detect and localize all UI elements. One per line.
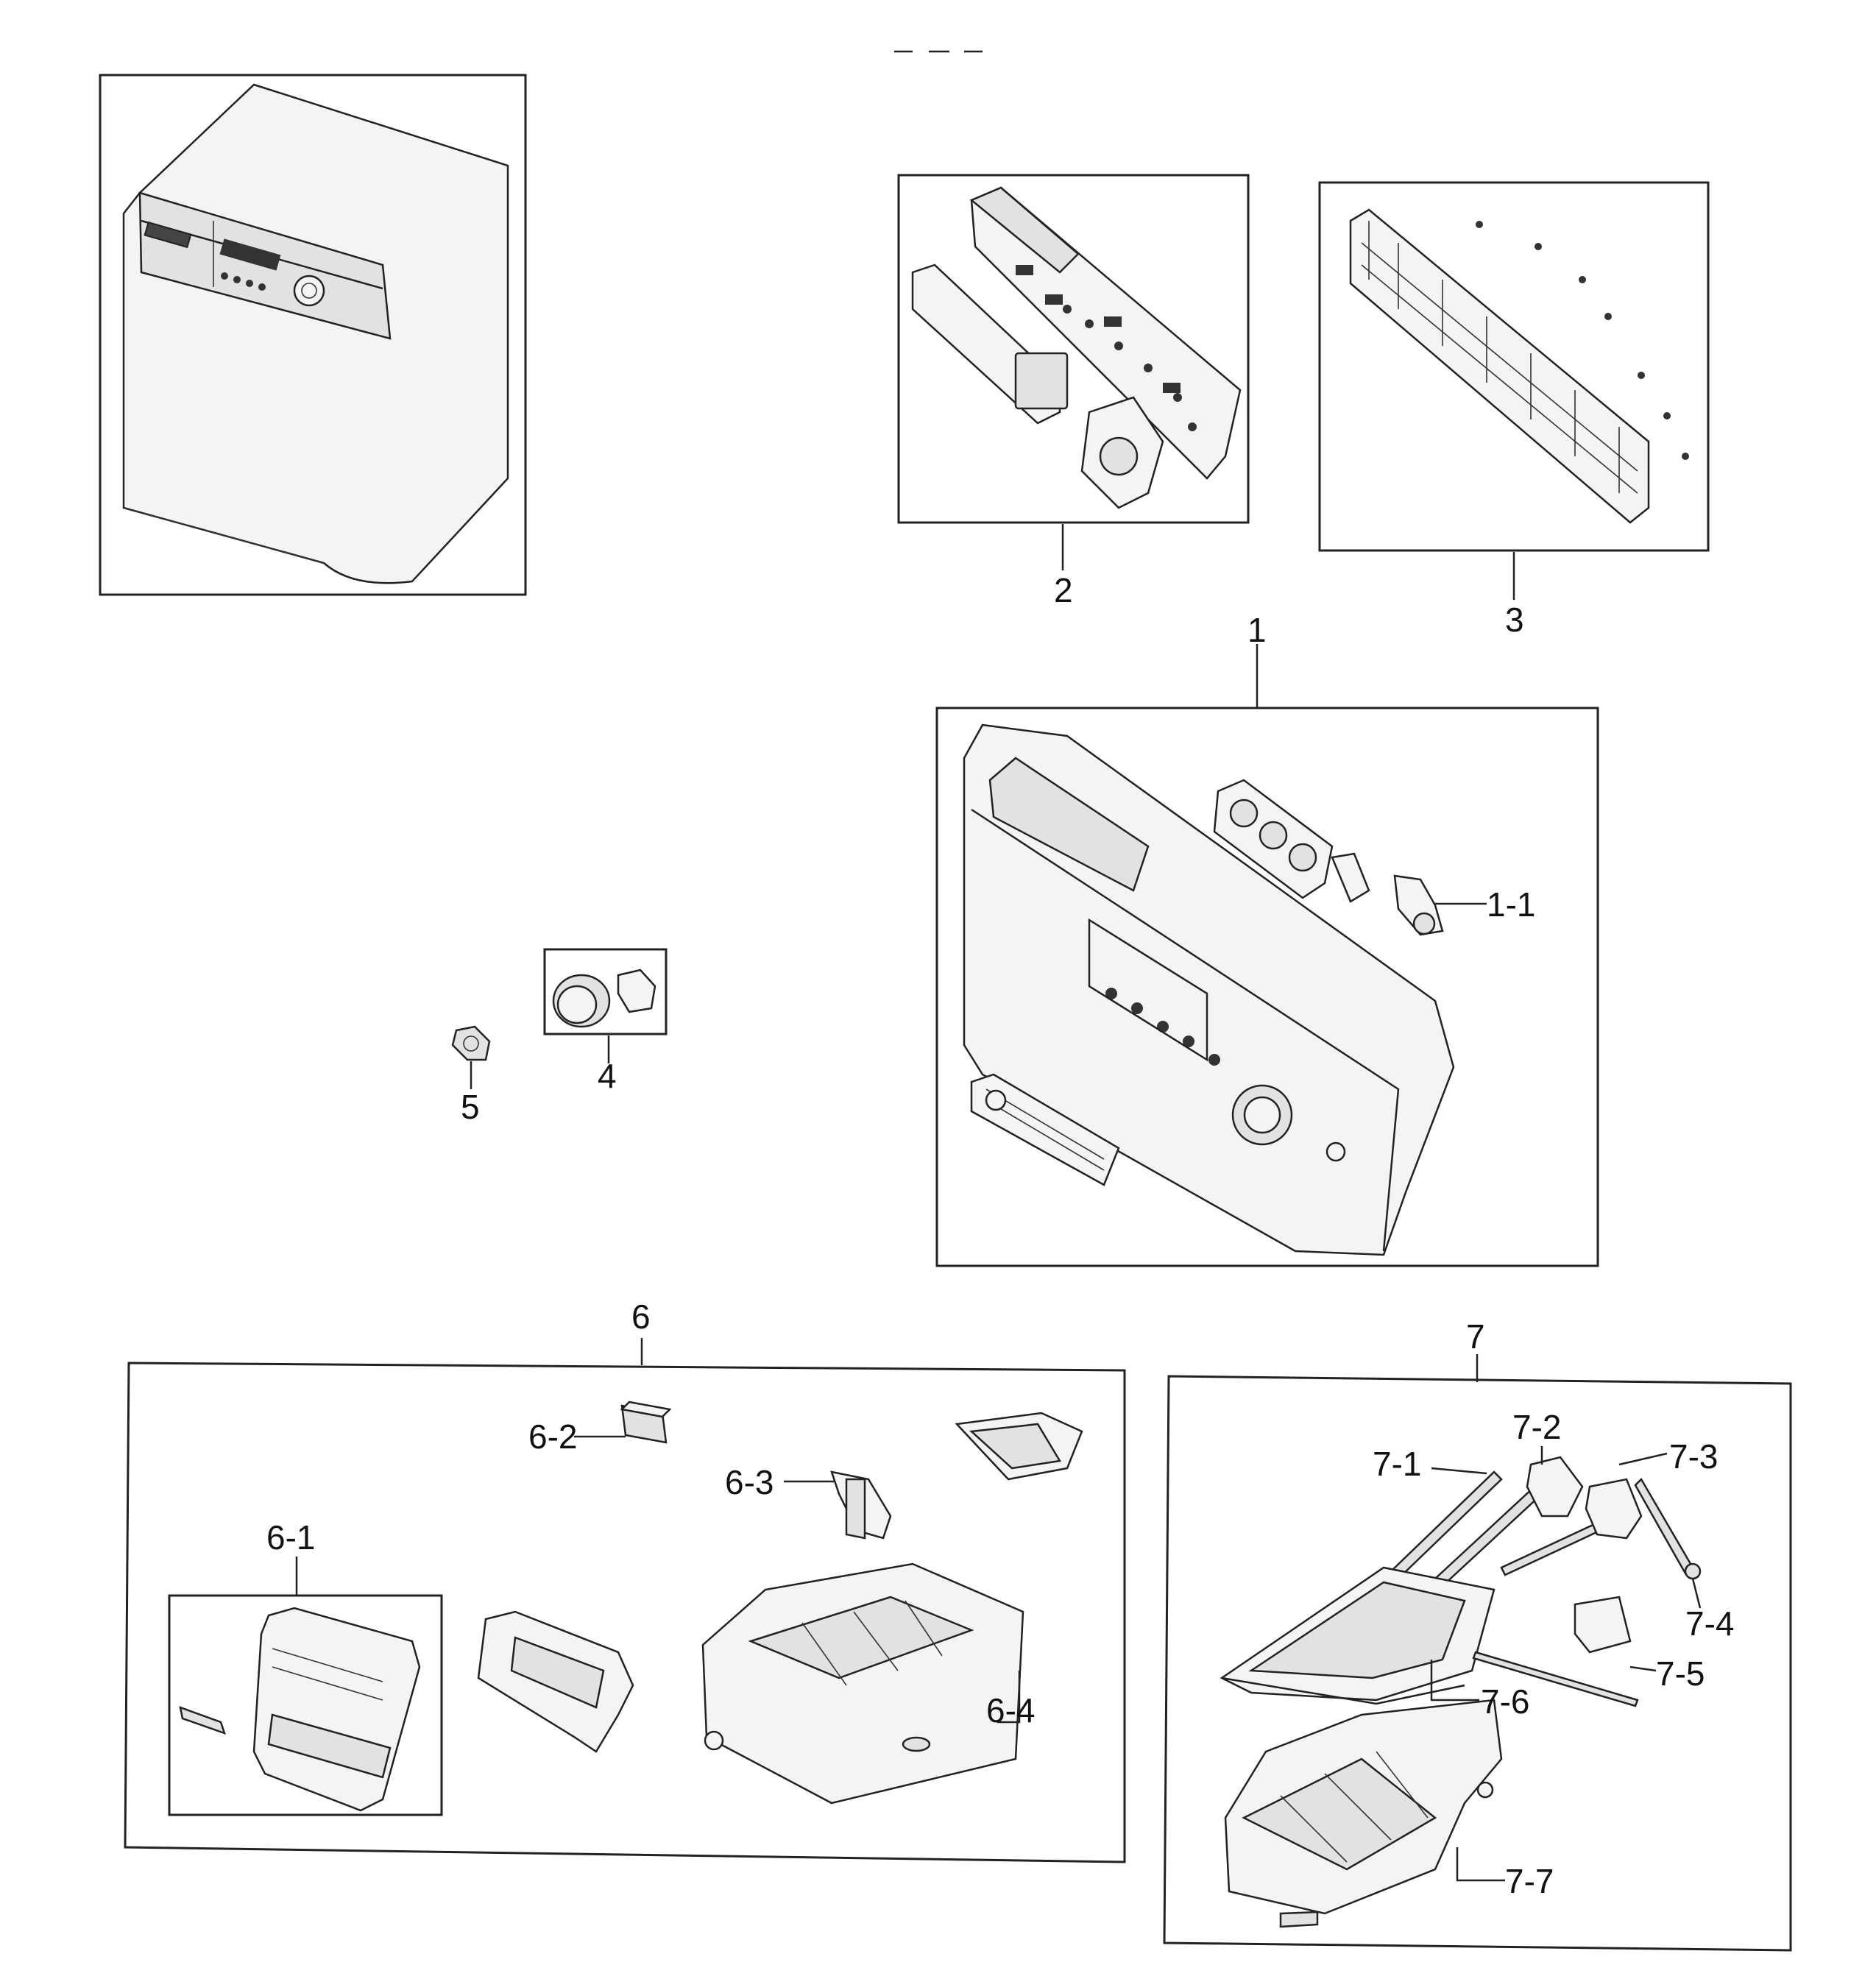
box-6-detergent-drawer — [124, 1362, 1126, 1863]
callout-6-1: 6-1 — [266, 1518, 315, 1557]
callout-1: 1 — [1247, 611, 1267, 649]
box-3-frame — [1318, 181, 1710, 552]
callout-7-4: 7-4 — [1685, 1604, 1734, 1643]
callout-1-1: 1-1 — [1487, 885, 1535, 924]
callout-6-3: 6-3 — [725, 1463, 774, 1501]
leader-7-5 — [1629, 1665, 1657, 1672]
callout-7-5: 7-5 — [1656, 1654, 1705, 1693]
callout-7-1: 7-1 — [1373, 1445, 1421, 1483]
leader-7-7 — [1456, 1847, 1505, 1882]
leader-6-4 — [997, 1671, 1021, 1724]
callout-4: 4 — [598, 1057, 617, 1095]
box-1-control-panel — [935, 707, 1599, 1267]
washer-overview — [99, 74, 527, 596]
callout-7-2: 7-2 — [1512, 1408, 1561, 1446]
leader-7-1 — [1431, 1467, 1487, 1475]
callout-7-3: 7-3 — [1669, 1437, 1718, 1476]
callout-2: 2 — [1054, 571, 1073, 609]
callout-7-6: 7-6 — [1481, 1682, 1529, 1721]
callout-7-7: 7-7 — [1505, 1862, 1554, 1900]
part-5-cap — [451, 1025, 491, 1061]
callout-7: 7 — [1466, 1317, 1485, 1356]
callout-6-4: 6-4 — [986, 1691, 1035, 1729]
box-2-pcb-assembly — [897, 174, 1250, 524]
box-7-valve-housing — [1163, 1375, 1792, 1952]
callout-6-2: 6-2 — [528, 1417, 577, 1456]
callout-3: 3 — [1505, 601, 1524, 639]
leader-7-6 — [1430, 1660, 1479, 1702]
callout-6: 6 — [631, 1297, 651, 1336]
leader-7-4 — [1691, 1578, 1702, 1609]
leader-7-3 — [1618, 1452, 1668, 1466]
box-4-knob — [543, 948, 668, 1035]
callout-5: 5 — [461, 1088, 480, 1126]
